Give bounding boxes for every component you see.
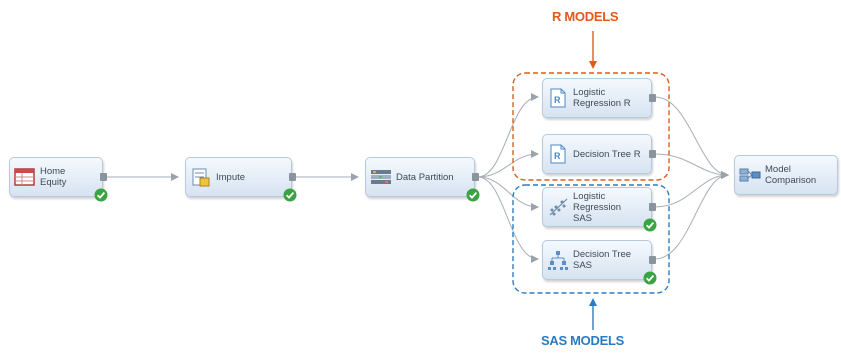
node-label: Home Equity (40, 166, 67, 188)
node-label: Logistic Regression R (573, 87, 631, 109)
node-label: Logistic Regression SAS (573, 190, 622, 224)
r-models-arrow (589, 31, 597, 69)
status-check-icon (94, 188, 108, 202)
node-decision-tree-r[interactable]: R Decision Tree R (542, 134, 656, 174)
connector-partition-tree-sas (477, 176, 539, 263)
connector-partition-logistic-sas (477, 176, 539, 211)
node-logistic-regression-sas[interactable]: Logistic Regression SAS (542, 187, 657, 232)
node-label: Model Comparison (765, 164, 817, 186)
status-check-icon (643, 218, 657, 232)
output-port[interactable] (472, 173, 479, 181)
node-label: Decision Tree SAS (573, 249, 632, 271)
output-port[interactable] (649, 150, 656, 158)
node-home-equity[interactable]: Home Equity (9, 157, 108, 202)
r-models-group-box (512, 72, 670, 181)
svg-text:R: R (554, 95, 561, 105)
r-script-icon: R (550, 144, 566, 164)
data-partition-icon (371, 170, 391, 184)
output-port[interactable] (100, 173, 107, 181)
r-models-title: R MODELS (552, 9, 619, 24)
node-logistic-regression-r[interactable]: R Logistic Regression R (542, 78, 656, 118)
connector-logistic-sas-comparison (654, 171, 729, 208)
output-port[interactable] (649, 256, 656, 264)
svg-text:R: R (554, 151, 561, 161)
node-label: Data Partition (396, 171, 454, 183)
connector-tree-r-comparison (654, 153, 729, 179)
status-check-icon (643, 271, 657, 285)
connector-partition-tree-r (477, 150, 539, 178)
node-data-partition[interactable]: Data Partition (365, 157, 480, 202)
node-label: Impute (216, 171, 246, 183)
connector-logistic-r-comparison (654, 96, 729, 179)
output-port[interactable] (289, 173, 296, 181)
node-decision-tree-sas[interactable]: Decision Tree SAS (542, 240, 657, 285)
sas-models-group-box (512, 184, 670, 294)
decision-tree-icon (548, 251, 568, 270)
r-script-icon: R (550, 88, 566, 108)
output-port[interactable] (649, 94, 656, 102)
connector-tree-sas-comparison (654, 171, 729, 260)
regression-icon (549, 198, 568, 216)
status-check-icon (466, 188, 480, 202)
status-check-icon (283, 188, 297, 202)
output-port[interactable] (649, 203, 656, 211)
model-comparison-icon (739, 168, 761, 182)
impute-icon (192, 168, 210, 187)
connectors (103, 93, 729, 263)
node-model-comparison[interactable]: Model Comparison (734, 155, 838, 195)
sas-models-title: SAS MODELS (541, 333, 624, 348)
node-label: Decision Tree R (573, 148, 641, 160)
data-source-icon (14, 168, 35, 186)
sas-models-arrow (589, 298, 597, 330)
connector-partition-logistic-r (477, 93, 539, 178)
node-impute[interactable]: Impute (185, 157, 297, 202)
